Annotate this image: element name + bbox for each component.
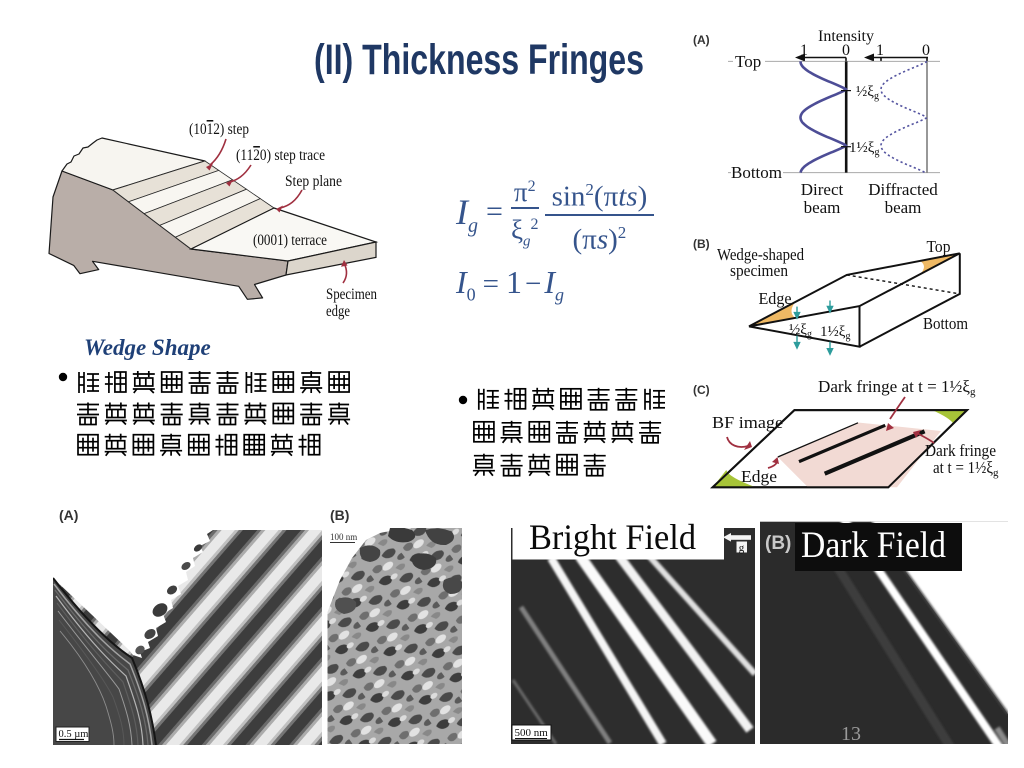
svg-text:Bottom: Bottom: [923, 314, 968, 333]
svg-text:Direct: Direct: [801, 180, 844, 199]
svg-text:(C): (C): [693, 383, 710, 397]
svg-text:Bright Field: Bright Field: [529, 517, 696, 557]
svg-text:1½ξg: 1½ξg: [820, 324, 850, 342]
svg-text:0: 0: [922, 42, 930, 59]
svg-text:(1120) step trace: (1120) step trace: [236, 147, 325, 164]
svg-text:0.5 µm: 0.5 µm: [59, 729, 89, 740]
svg-text:Specimen: Specimen: [326, 286, 377, 303]
svg-text:g: g: [970, 386, 976, 398]
svg-text:beam: beam: [885, 198, 922, 217]
svg-text:(A): (A): [59, 507, 78, 523]
svg-text:100 nm: 100 nm: [330, 532, 357, 542]
svg-text:beam: beam: [804, 198, 841, 217]
svg-text:½ξg: ½ξg: [789, 322, 812, 340]
svg-text:(B): (B): [765, 533, 791, 554]
svg-text:1: 1: [876, 42, 884, 59]
svg-text:500 nm: 500 nm: [515, 727, 549, 739]
svg-text:(B): (B): [330, 507, 349, 523]
svg-text:(II) Thickness Fringes: (II) Thickness Fringes: [314, 36, 644, 84]
svg-text:(0001) terrace: (0001) terrace: [253, 232, 327, 249]
svg-text:(1012) step: (1012) step: [189, 121, 249, 138]
svg-text:edge: edge: [326, 303, 350, 320]
svg-text:at t = 1½ξ: at t = 1½ξ: [933, 458, 993, 477]
svg-text:½ξg: ½ξg: [856, 84, 879, 102]
svg-text:Top: Top: [927, 237, 951, 256]
svg-text:13: 13: [841, 723, 861, 745]
svg-text:BF image: BF image: [712, 413, 783, 432]
svg-text:Top: Top: [735, 52, 761, 71]
svg-text:1: 1: [800, 42, 808, 59]
svg-text:Step plane: Step plane: [285, 173, 342, 190]
svg-text:Wedge-shaped: Wedge-shaped: [717, 245, 805, 264]
svg-text:Dark Field: Dark Field: [801, 525, 946, 566]
svg-text:Edge: Edge: [759, 289, 792, 308]
svg-text:g: g: [993, 467, 999, 479]
svg-text:0: 0: [842, 42, 850, 59]
svg-text:Bottom: Bottom: [731, 163, 782, 182]
svg-text:Dark fringe at t = 1½ξ: Dark fringe at t = 1½ξ: [818, 377, 970, 396]
svg-text:specimen: specimen: [730, 261, 788, 280]
svg-text:Diffracted: Diffracted: [868, 180, 938, 199]
svg-text:(A): (A): [693, 33, 710, 47]
svg-text:Dark fringe: Dark fringe: [925, 441, 996, 460]
svg-text:(B): (B): [693, 237, 710, 251]
svg-text:Intensity: Intensity: [818, 28, 874, 45]
svg-text:Edge: Edge: [741, 467, 777, 486]
svg-text:g: g: [739, 542, 745, 554]
svg-text:1½ξg: 1½ξg: [849, 140, 879, 158]
